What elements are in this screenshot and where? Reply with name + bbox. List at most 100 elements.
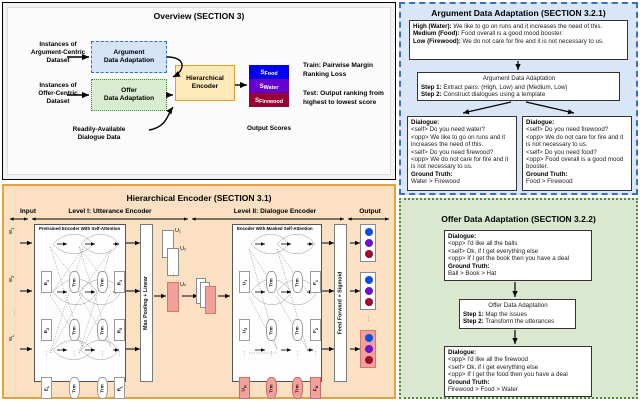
level2-attention-lines [248, 234, 318, 354]
level1-repr-rLn: RL [114, 377, 125, 399]
level1-embed-e2: E2 [41, 319, 52, 341]
output-dot-firewood-2 [365, 298, 373, 306]
argdl-gt-heading: Ground Truth: [411, 170, 453, 178]
stage-label-output: Output [359, 208, 381, 215]
arg-step-1-bold: Step 2: [421, 91, 442, 99]
argdl-turn-3: <opp> We do not care for fire and it is … [411, 156, 509, 171]
argdl-turn-1: <opp> We like to go on runs and it incre… [411, 133, 506, 149]
offer-dialogue-output-box: Dialogue: <opp> I'd like all the firewoo… [444, 346, 592, 397]
input-ellipsis: ⋮ [12, 310, 17, 316]
argument-dialogue-right-text: Dialogue: <self> Do you need firewood? <… [526, 119, 629, 186]
utterance-vector-uN [167, 282, 179, 312]
offout-gt-value: Firewood > Food > Water [448, 386, 518, 394]
test-note: Test: Output ranking from highest to low… [303, 90, 384, 106]
level2-ellipsis-col2: ⋮ [295, 351, 300, 357]
argdl-heading: Dialogue: [411, 119, 440, 126]
level1-ellipsis-col0: ⋮ [44, 351, 49, 357]
arg-step-1-rest: Construct dialogues using a template [441, 91, 546, 99]
level2-output-f1: F1 [310, 271, 321, 293]
offer-process-box: Offer Data Adaptation Step 1: Map the is… [459, 299, 576, 329]
output-dot-food-2 [365, 276, 373, 284]
label-readily-available-dialogue-data: Readily-Available Dialogue Data [72, 126, 126, 141]
off-step-1-bold: Step 2: [463, 318, 484, 326]
train-note: Train: Pairwise Margin Ranking Loss [303, 62, 373, 78]
level2-trm-r3c2: Trm [292, 377, 303, 399]
offout-turn-2: <opp> If I get the food then you have a … [448, 371, 568, 379]
argdr-turn-2: <self> Do you need food? [526, 148, 597, 156]
level1-trm-r3c1: Trm [69, 377, 80, 399]
argdr-gt-value: Food > Firewood [526, 178, 573, 186]
offer-process-steps: Step 1: Map the issues Step 2: Transform… [463, 311, 573, 326]
level1-encoder-box: Pretrained Encoder With Self-Attention [34, 224, 126, 399]
argument-dialogue-left-text: Dialogue: <self> Do you need water? <opp… [411, 119, 514, 186]
level1-repr-r2: R2 [114, 319, 125, 341]
argdr-gt-heading: Ground Truth: [526, 170, 568, 178]
level2-ellipsis-col0: ⋮ [242, 351, 247, 357]
argument-dialogue-left-box: Dialogue: <self> Do you need water? <opp… [407, 116, 517, 191]
input-token-wLn: wL [8, 334, 16, 342]
off-step-1-rest: Transform the utterances [483, 318, 555, 326]
output-scores-group-N [360, 330, 376, 368]
offout-gt-heading: Ground Truth: [448, 378, 490, 386]
offer-adaptation-title: Offer Data Adaptation (SECTION 3.2.2) [441, 214, 596, 224]
arg-src-1-rest: Food overall is a good mood booster. [459, 30, 563, 38]
level2-input-uN: UN [239, 377, 250, 399]
output-scores-group-1 [360, 224, 376, 262]
argdl-gt-value: Water > Firewood [411, 178, 460, 186]
overview-hierarchical-encoder-box: Hierarchical Encoder [175, 65, 235, 101]
feed-forward-sigmoid-label: Feed Forward + Sigmoid [337, 271, 344, 335]
arg-src-2-rest: We do not care for fire and it is not ne… [460, 37, 604, 45]
level2-ellipsis-col1: ⋮ [269, 351, 274, 357]
stage-label-input: Input [19, 208, 37, 215]
level2-ellipsis-col3: ⋮ [313, 351, 318, 357]
output-scores-group-2 [360, 272, 376, 310]
level2-trm-r3c1: Trm [266, 377, 277, 399]
arg-src-2-bold: Low (Firewood): [413, 37, 461, 45]
level2-trm-r2c2: Trm [292, 319, 303, 341]
level2-input-u1: U1 [239, 271, 250, 293]
argdr-turn-3: <opp> Food overall is a good mood booste… [526, 156, 624, 171]
offer-data-adaptation-panel: Offer Data Adaptation (SECTION 3.2.2) Di… [399, 198, 638, 399]
level1-trm-r3c2: Trm [97, 377, 108, 399]
output-stack-ellipsis: ⋮ [366, 316, 371, 322]
level2-output-f2: F2 [310, 319, 321, 341]
score-water-sub: Water [263, 84, 279, 91]
level1-trm-r2c1: Trm [69, 319, 80, 341]
level1-trm-r1c1: Trm [69, 271, 80, 293]
utterance-copy-3 [205, 286, 216, 314]
score-food: SFood [249, 65, 289, 79]
level1-ellipsis-col3: ⋮ [117, 351, 122, 357]
argdl-turn-0: <self> Do you need water? [411, 126, 485, 134]
offin-turn-0: <opp> I'd like all the balls [448, 240, 518, 248]
score-water: SWater [249, 79, 289, 93]
level2-box-caption: Encoder With Masked Self-Attention [237, 226, 313, 231]
overview-panel: Overview (SECTION 3) Instances of Argume… [2, 2, 396, 180]
output-scores-caption: Output Scores [246, 125, 292, 132]
output-dot-water-2 [365, 287, 373, 295]
label-offer-centric-dataset: Instances of Offer-Centric Dataset [38, 82, 78, 105]
arg-step-0-rest: Extract pairs: (High, Low) and (Medium, … [441, 84, 568, 91]
offin-turn-1: <self> Ok, if I get everything else [448, 247, 539, 255]
offer-dialogue-output-text: Dialogue: <opp> I'd like all the firewoo… [448, 349, 589, 393]
output-dot-water-1 [365, 239, 373, 247]
argdr-turn-0: <self> Do you need firewood? [526, 126, 609, 134]
arg-step-0-bold: Step 1: [421, 84, 442, 91]
score-firewood-text: SFirewood [254, 96, 284, 105]
offin-gt-value: Ball > Book > Hat [448, 270, 497, 278]
score-food-text: SFood [260, 68, 278, 77]
argument-process-steps: Step 1: Extract pairs: (High, Low) and (… [421, 84, 617, 99]
output-dot-water-N [365, 345, 373, 353]
argument-source-text: High (Water): We like to go on runs and … [413, 23, 625, 45]
argdr-turn-1: <opp> We do not care for fire and it is … [526, 133, 624, 149]
arg-src-1-bold: Medium (Food): [413, 30, 460, 38]
offer-dialogue-input-box: Dialogue: <opp> I'd like all the balls <… [444, 230, 592, 281]
argdr-heading: Dialogue: [526, 119, 555, 126]
utterance-label-u1: U₁ [175, 228, 181, 234]
input-token-w1: w1 [8, 227, 16, 235]
level1-ellipsis-col1: ⋮ [72, 351, 77, 357]
level2-trm-r2c1: Trm [266, 319, 277, 341]
utterance-vector-u2 [167, 248, 179, 276]
level2-input-u2: U2 [239, 319, 250, 341]
argument-adaptation-title: Argument Data Adaptation (SECTION 3.2.1) [431, 8, 606, 18]
